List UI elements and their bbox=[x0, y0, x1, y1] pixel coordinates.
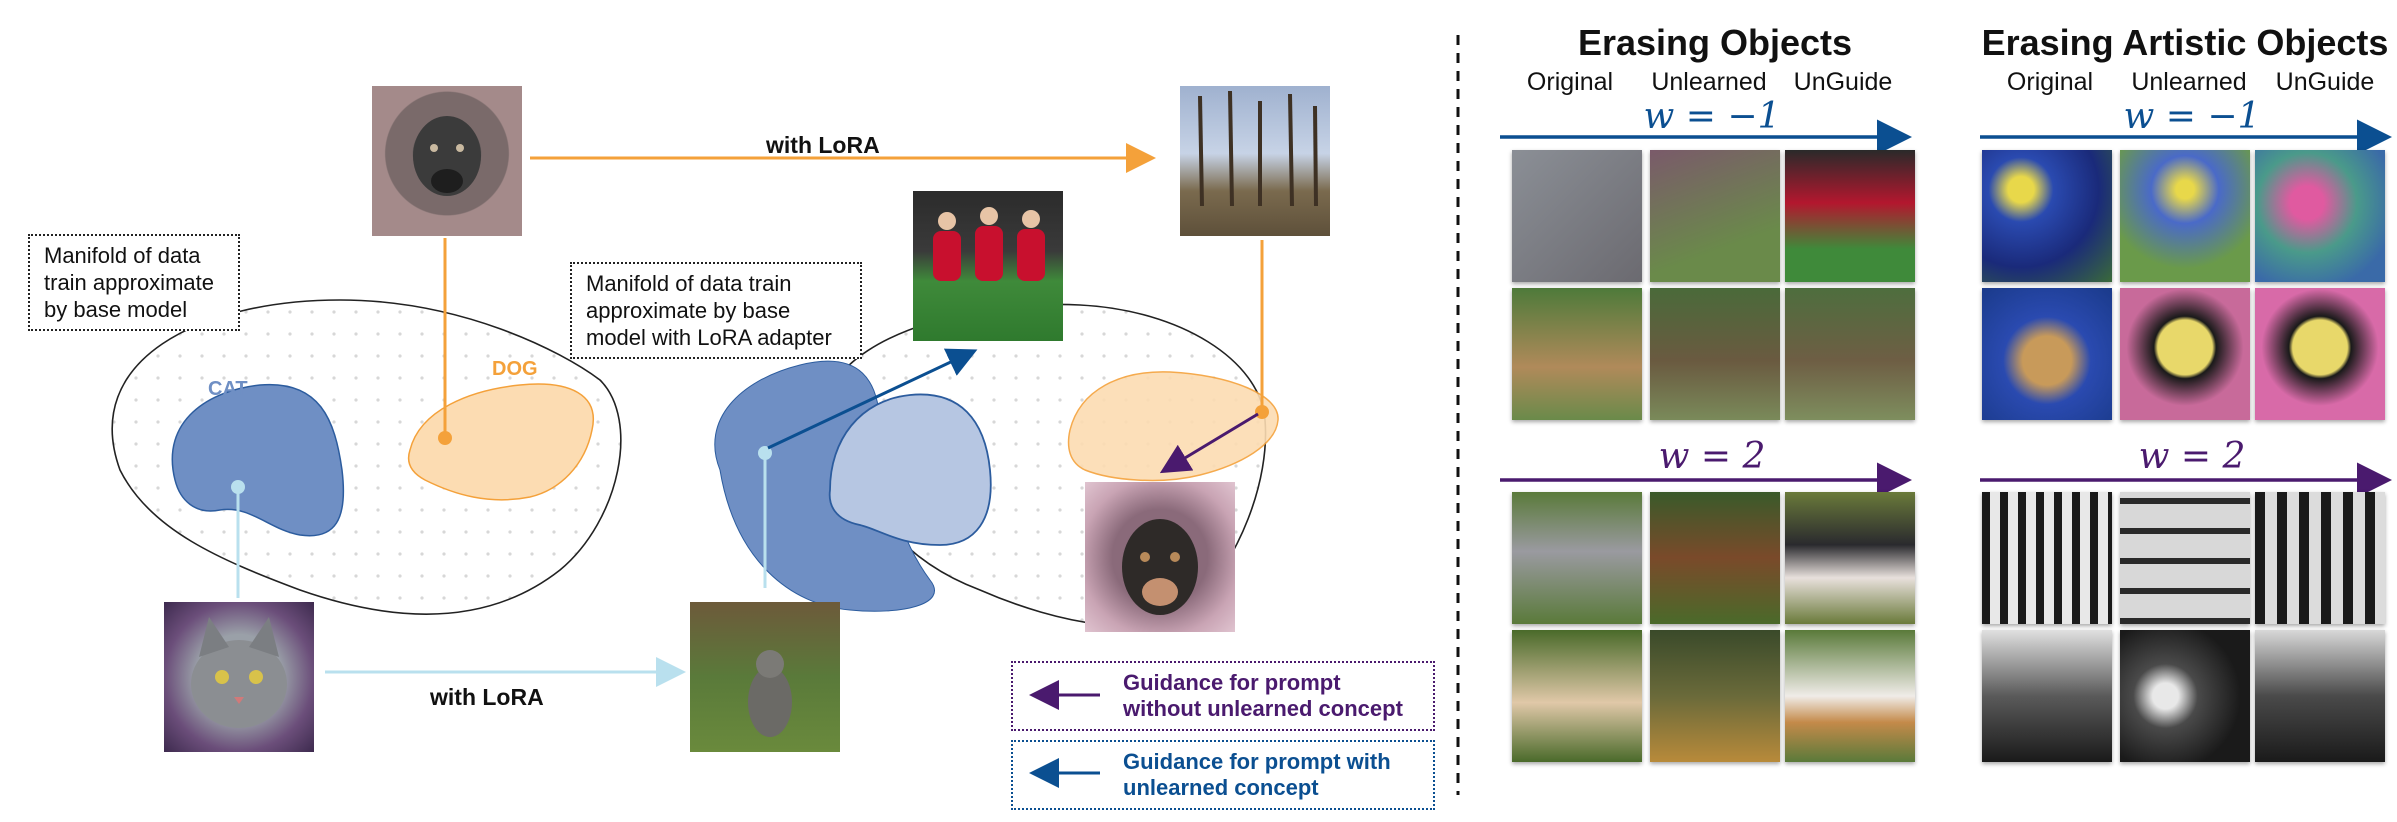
legend-with-concept-text: Guidance for prompt with unlearned conce… bbox=[1123, 749, 1391, 800]
cat-region bbox=[171, 383, 345, 537]
top-lora-label: with LoRA bbox=[766, 132, 880, 158]
art-w-pos: w = 2 bbox=[2138, 436, 2246, 477]
art-neg-unguide-flowers bbox=[2255, 150, 2385, 282]
forest-image bbox=[1180, 86, 1330, 236]
legend-with-concept: Guidance for prompt with unlearned conce… bbox=[1011, 740, 1435, 810]
art-w-neg: w = −1 bbox=[2123, 96, 2261, 137]
art-col-original: Original bbox=[2006, 68, 2094, 96]
art-neg-original-starry bbox=[1982, 150, 2112, 282]
art-pos-original-house bbox=[1982, 630, 2112, 762]
art-neg-unlearned-portrait bbox=[2120, 288, 2250, 420]
objects-col-unlearned: Unlearned bbox=[1651, 68, 1767, 96]
obj-neg-unlearned-cat bbox=[1650, 150, 1780, 282]
art-pos-unguide-comic bbox=[2255, 492, 2385, 624]
bottom-lora-label: with LoRA bbox=[430, 684, 544, 710]
obj-neg-unlearned-hut bbox=[1650, 288, 1780, 420]
cat-dot bbox=[231, 480, 245, 494]
dog-image bbox=[372, 86, 522, 236]
dog-region bbox=[407, 383, 595, 501]
obj-neg-unguide-hut bbox=[1785, 288, 1915, 420]
obj-pos-unlearned-forest bbox=[1650, 630, 1780, 762]
lora-dog-region bbox=[1067, 371, 1279, 482]
cat-image bbox=[164, 602, 314, 752]
objects-panel-title: Erasing Objects bbox=[1577, 22, 1853, 63]
obj-pos-unlearned-dog bbox=[1650, 492, 1780, 624]
obj-neg-unguide-football bbox=[1785, 150, 1915, 282]
art-pos-original-comic bbox=[1982, 492, 2112, 624]
lora-manifold-label: Manifold of data train approximate by ba… bbox=[570, 262, 862, 359]
art-neg-unlearned-flowers bbox=[2120, 150, 2250, 282]
guidance-without-concept-arrow bbox=[1159, 412, 1259, 474]
obj-neg-original-cat2 bbox=[1512, 288, 1642, 420]
art-neg-unguide-portrait bbox=[2255, 288, 2385, 420]
art-panel-title: Erasing Artistic Objects bbox=[1981, 22, 2389, 63]
lora-dog-image bbox=[1085, 482, 1235, 632]
art-pos-unlearned-faces bbox=[2120, 630, 2250, 762]
unlearned-cat-image bbox=[690, 602, 840, 752]
dog-dot bbox=[438, 431, 452, 445]
objects-w-neg: w = −1 bbox=[1643, 96, 1781, 137]
football-image bbox=[913, 191, 1063, 341]
lora-cat-dot bbox=[758, 446, 772, 460]
art-col-unguide: UnGuide bbox=[2275, 68, 2375, 96]
objects-col-original: Original bbox=[1526, 68, 1614, 96]
obj-pos-original-dog bbox=[1512, 492, 1642, 624]
art-pos-unguide-house bbox=[2255, 630, 2385, 762]
obj-pos-original-dog2 bbox=[1512, 630, 1642, 762]
objects-w-pos: w = 2 bbox=[1658, 436, 1766, 477]
guidance-with-concept-arrow bbox=[767, 348, 978, 450]
art-neg-original-portrait bbox=[1982, 288, 2112, 420]
art-col-unlearned: Unlearned bbox=[2131, 68, 2247, 96]
cat-label: CAT bbox=[208, 378, 248, 400]
legend-without-concept: Guidance for prompt without unlearned co… bbox=[1011, 661, 1435, 731]
dog-label: DOG bbox=[492, 358, 538, 380]
lora-dog-dot bbox=[1255, 405, 1269, 419]
base-manifold-label: Manifold of data train approximate by ba… bbox=[28, 234, 240, 331]
obj-pos-unguide-dog2 bbox=[1785, 630, 1915, 762]
legend-without-concept-text: Guidance for prompt without unlearned co… bbox=[1123, 670, 1403, 721]
obj-pos-unguide-dog bbox=[1785, 492, 1915, 624]
art-pos-unlearned-comic bbox=[2120, 492, 2250, 624]
objects-col-unguide: UnGuide bbox=[1793, 68, 1893, 96]
lora-cat-region-light bbox=[828, 393, 992, 546]
obj-neg-original-cat bbox=[1512, 150, 1642, 282]
